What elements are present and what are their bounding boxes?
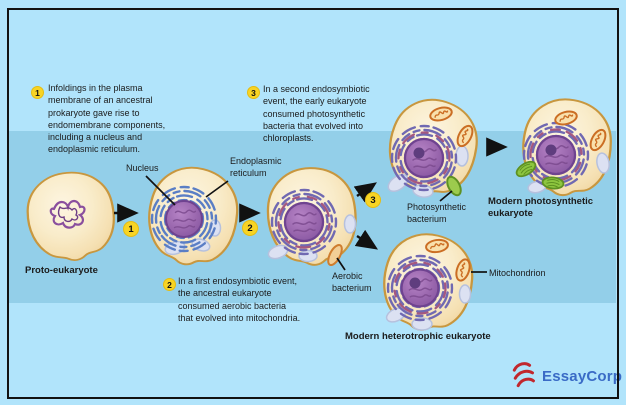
proto-eukaryote-cell	[21, 165, 121, 267]
brand-name: EssayCorp	[542, 367, 623, 385]
pointer-photosynthetic-bacterium	[439, 190, 453, 202]
photosynthetic-bacterium	[446, 175, 462, 197]
flow-marker-1: 1	[123, 221, 139, 237]
nucleus-organelle	[164, 199, 204, 239]
proto-eukaryote-label: Proto-eukaryote	[25, 265, 98, 276]
nucleolus	[413, 147, 425, 159]
modern-heterotrophic-eukaryote-label: Modern heterotrophic eukaryote	[345, 331, 491, 342]
nucleus-label: Nucleus	[126, 163, 159, 173]
step-3-badge: 3	[247, 86, 260, 99]
mitochondrion-label: Mitochondrion	[489, 268, 546, 278]
modern-heterotrophic-eukaryote-cell	[373, 226, 481, 339]
essaycorp-logo-icon	[512, 362, 535, 388]
brand-lockup: EssayCorp	[511, 359, 622, 393]
step-2-text: In a first endosymbiotic event, the ance…	[178, 276, 301, 323]
arrow-down-to-heterotrophic-path	[354, 229, 379, 250]
step-1-badge: 1	[31, 86, 44, 99]
nucleolus	[409, 277, 421, 289]
early-eukaryote-cell	[137, 159, 246, 273]
pointer-er	[205, 180, 229, 198]
eukaryote-engulfing-aerobic-bacterium-cell	[257, 163, 361, 270]
flow-marker-2: 2	[242, 220, 258, 236]
endoplasmic-reticulum-label: Endoplasmic reticulum	[230, 156, 282, 178]
pointer-nucleus	[145, 175, 176, 206]
photosynthetic-bacterium-label: Photosynthetic bacterium	[407, 202, 467, 224]
early-mitochondrial-eukaryote-cell	[377, 90, 487, 205]
arrow-up-to-photosynthetic-path	[353, 182, 377, 203]
flow-marker-3: 3	[365, 192, 381, 208]
modern-photosynthetic-eukaryote-cell	[509, 94, 617, 202]
aerobic-bacterium	[327, 244, 343, 266]
step-3-text: In a second endosymbiotic event, the ear…	[263, 84, 370, 144]
step-2-badge: 2	[163, 278, 176, 291]
pointer-aerobic-bacterium	[336, 257, 346, 271]
aerobic-bacterium-label: Aerobic bacterium	[332, 271, 372, 293]
modern-photosynthetic-eukaryote-label: Modern photosynthetic eukaryote	[488, 196, 594, 219]
step-1-text: Infoldings in the plasma membrane of an …	[48, 83, 166, 155]
nucleolus	[545, 144, 557, 156]
